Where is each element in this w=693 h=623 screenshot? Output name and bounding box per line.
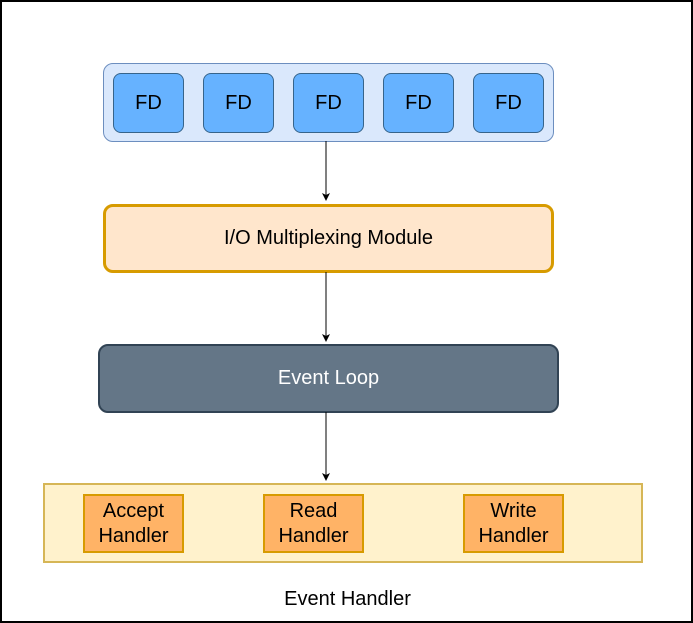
fd-box-5: FD: [473, 73, 544, 133]
read-handler: Read Handler: [263, 494, 364, 553]
fd-box-1: FD: [113, 73, 184, 133]
fd-box-4: FD: [383, 73, 454, 133]
io-multiplexing-module: I/O Multiplexing Module: [103, 204, 554, 273]
event-handler-caption: Event Handler: [284, 587, 411, 610]
fd-box-2: FD: [203, 73, 274, 133]
fd-box-3: FD: [293, 73, 364, 133]
write-handler: Write Handler: [463, 494, 564, 553]
accept-handler: Accept Handler: [83, 494, 184, 553]
event-loop: Event Loop: [98, 344, 559, 413]
